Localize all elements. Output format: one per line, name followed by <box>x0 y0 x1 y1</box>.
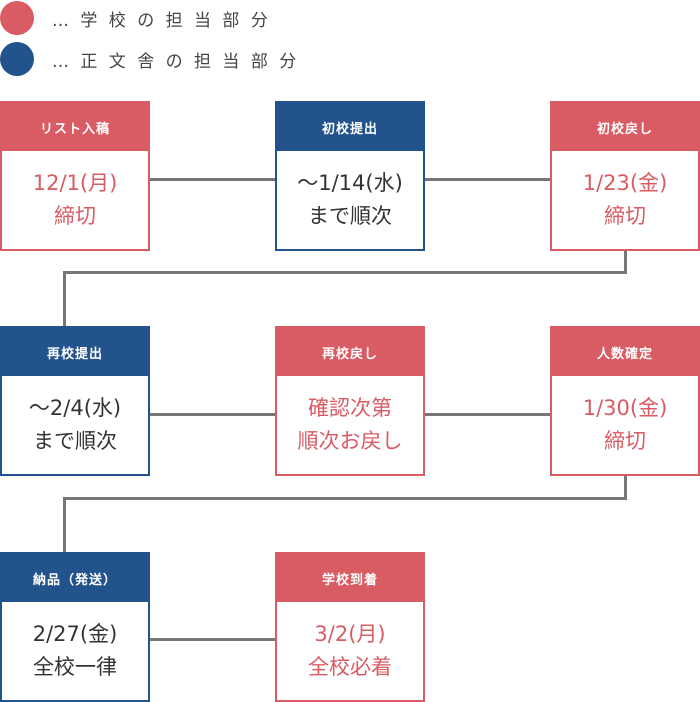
step-list-submission: リスト入稿 12/1(月) 締切 <box>0 101 150 251</box>
step-note: 順次お戻し <box>297 429 403 453</box>
step-title: 納品（発送） <box>2 554 148 602</box>
step-date: 12/1(月) <box>32 171 118 195</box>
step-first-proof-delivery: 初校提出 〜1/14(水) まで順次 <box>275 101 425 251</box>
step-note: 締切 <box>604 204 646 228</box>
step-title: 再校戻し <box>277 328 423 376</box>
connector <box>150 413 275 416</box>
step-date: 1/30(金) <box>582 396 668 420</box>
step-note: 全校一律 <box>33 655 117 679</box>
step-headcount-confirmation: 人数確定 1/30(金) 締切 <box>550 326 700 476</box>
connector <box>63 497 66 552</box>
connector <box>150 638 275 641</box>
connector <box>624 250 627 273</box>
step-delivery-shipping: 納品（発送） 2/27(金) 全校一律 <box>0 552 150 702</box>
legend-publisher: … 正 文 舎 の 担 当 部 分 <box>0 41 299 77</box>
publisher-color-dot <box>0 42 34 76</box>
step-title: 人数確定 <box>552 328 698 376</box>
connector <box>425 413 550 416</box>
connector <box>63 497 627 500</box>
step-note: 締切 <box>604 429 646 453</box>
legend-school: … 学 校 の 担 当 部 分 <box>0 0 271 36</box>
step-first-proof-return: 初校戻し 1/23(金) 締切 <box>550 101 700 251</box>
legend-publisher-label: … 正 文 舎 の 担 当 部 分 <box>52 51 300 72</box>
step-date: 3/2(月) <box>314 622 386 646</box>
step-title: 初校提出 <box>277 103 423 151</box>
step-second-proof-delivery: 再校提出 〜2/4(水) まで順次 <box>0 326 150 476</box>
step-title: リスト入稿 <box>2 103 148 151</box>
step-note: まで順次 <box>308 204 392 228</box>
connector <box>63 271 66 326</box>
step-note: 全校必着 <box>308 655 392 679</box>
school-color-dot <box>0 1 34 35</box>
step-date: 〜2/4(水) <box>28 396 122 420</box>
step-second-proof-return: 再校戻し 確認次第順次お戻し <box>275 326 425 476</box>
step-date: 〜1/14(水) <box>297 171 403 195</box>
connector <box>63 271 627 274</box>
step-date: 1/23(金) <box>582 171 668 195</box>
legend-school-label: … 学 校 の 担 当 部 分 <box>52 10 271 31</box>
step-date: 2/27(金) <box>32 622 118 646</box>
step-title: 学校到着 <box>277 554 423 602</box>
connector <box>624 476 627 499</box>
step-school-arrival: 学校到着 3/2(月) 全校必着 <box>275 552 425 702</box>
step-note: 締切 <box>54 204 96 228</box>
step-date: 確認次第 <box>308 396 392 420</box>
step-title: 再校提出 <box>2 328 148 376</box>
connector <box>150 178 275 181</box>
step-note: まで順次 <box>33 429 117 453</box>
step-title: 初校戻し <box>552 103 698 151</box>
connector <box>425 178 550 181</box>
